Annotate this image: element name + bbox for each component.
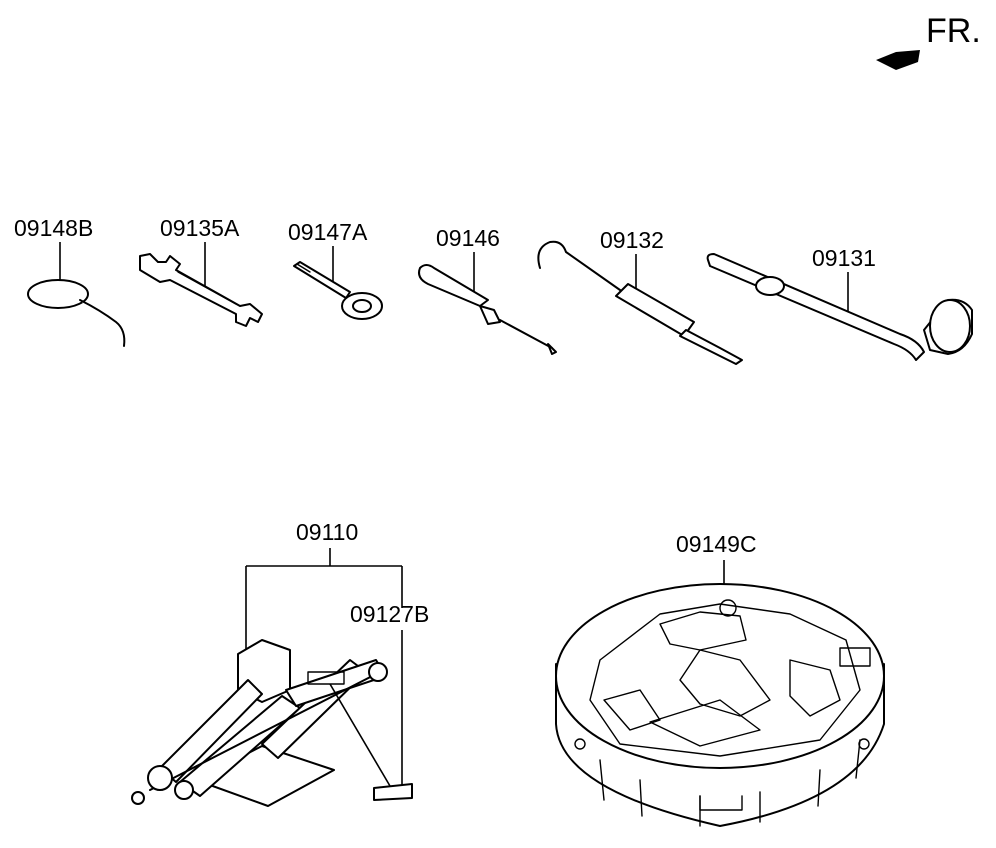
wheel-wrench-icon <box>706 253 973 361</box>
part-number-tool-tray: 09149C <box>676 531 757 557</box>
part-tool-tray: 09149C <box>555 531 885 827</box>
part-hook-tool: 09132 <box>537 227 743 365</box>
jack-icon <box>131 639 388 807</box>
part-number-spanner: 09135A <box>160 215 240 241</box>
front-direction-marker: FR. <box>876 12 981 70</box>
part-number-jack-assembly: 09110 <box>296 519 358 545</box>
eye-bolt-icon <box>293 261 383 320</box>
ring-icon <box>27 279 126 347</box>
part-number-eye-bolt: 09147A <box>288 219 368 245</box>
spanner-icon <box>139 253 263 327</box>
part-number-hook-tool: 09132 <box>600 227 664 253</box>
jack-label-icon <box>373 783 413 801</box>
part-number-screwdriver: 09146 <box>436 225 500 251</box>
part-number-wheel-wrench: 09131 <box>812 245 876 271</box>
part-number-jack-label: 09127B <box>350 601 429 627</box>
front-label: FR. <box>926 12 981 50</box>
part-number-ring: 09148B <box>14 215 93 241</box>
part-ring: 09148B <box>14 215 126 347</box>
part-screwdriver: 09146 <box>418 225 557 355</box>
part-eye-bolt: 09147A <box>288 219 383 320</box>
tool-tray-icon <box>555 583 885 827</box>
leader-line-jack-label-2 <box>329 683 391 787</box>
hook-tool-icon <box>537 240 743 365</box>
leader-bracket-jack <box>245 548 403 650</box>
part-jack-assembly: 09110 09127B <box>131 519 429 807</box>
part-wheel-wrench: 09131 <box>706 245 973 361</box>
part-spanner: 09135A <box>139 215 263 327</box>
screwdriver-icon <box>418 264 557 355</box>
front-direction-arrow-icon <box>876 50 920 70</box>
